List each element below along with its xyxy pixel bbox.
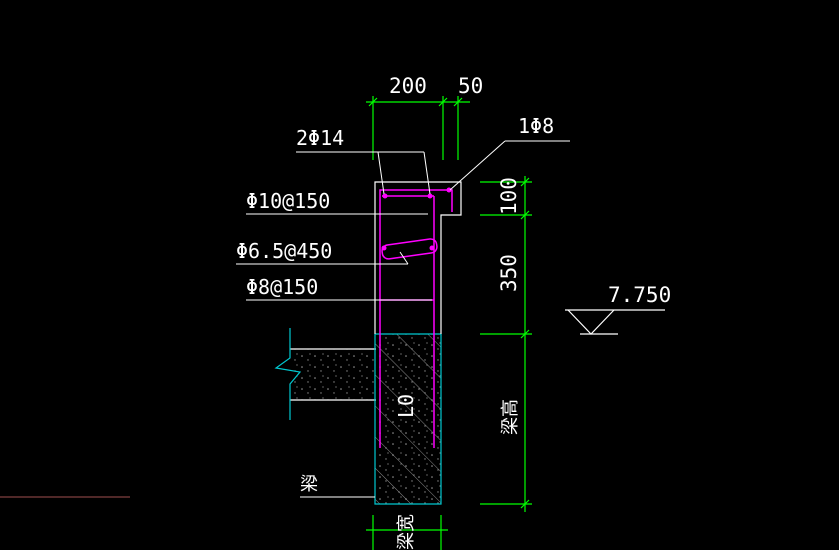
beam-label: 梁 xyxy=(300,474,318,495)
tie-6-5-450-label: Φ6.5@450 xyxy=(236,239,332,263)
bottom-dimension xyxy=(366,515,448,550)
rebar-cage xyxy=(379,189,453,448)
elevation-marker xyxy=(565,309,665,335)
rebar-2phi14-label: 2Φ14 xyxy=(296,126,344,150)
upstand-outline xyxy=(374,181,462,334)
rebar-1phi8-label: 1Φ8 xyxy=(518,114,554,138)
stirrup-10-150-label: Φ10@150 xyxy=(246,189,330,213)
beam-section xyxy=(374,333,442,505)
dim-100-label: 100 xyxy=(497,177,521,215)
beam-mark-label: L0 xyxy=(394,394,418,418)
beam-height-label: 梁高 xyxy=(500,399,521,435)
top-dimension xyxy=(366,96,470,160)
rebar-8-150-label: Φ8@150 xyxy=(246,275,318,299)
right-dimension xyxy=(480,176,532,512)
floor-slab xyxy=(274,328,376,420)
dim-50-label: 50 xyxy=(458,74,483,98)
dim-350-label: 350 xyxy=(497,254,521,292)
dim-200-label: 200 xyxy=(389,74,427,98)
rebar-dots xyxy=(381,187,452,251)
leader-lines xyxy=(236,140,570,498)
beam-width-label: 梁宽 xyxy=(396,514,417,550)
elevation-label: 7.750 xyxy=(608,283,671,307)
